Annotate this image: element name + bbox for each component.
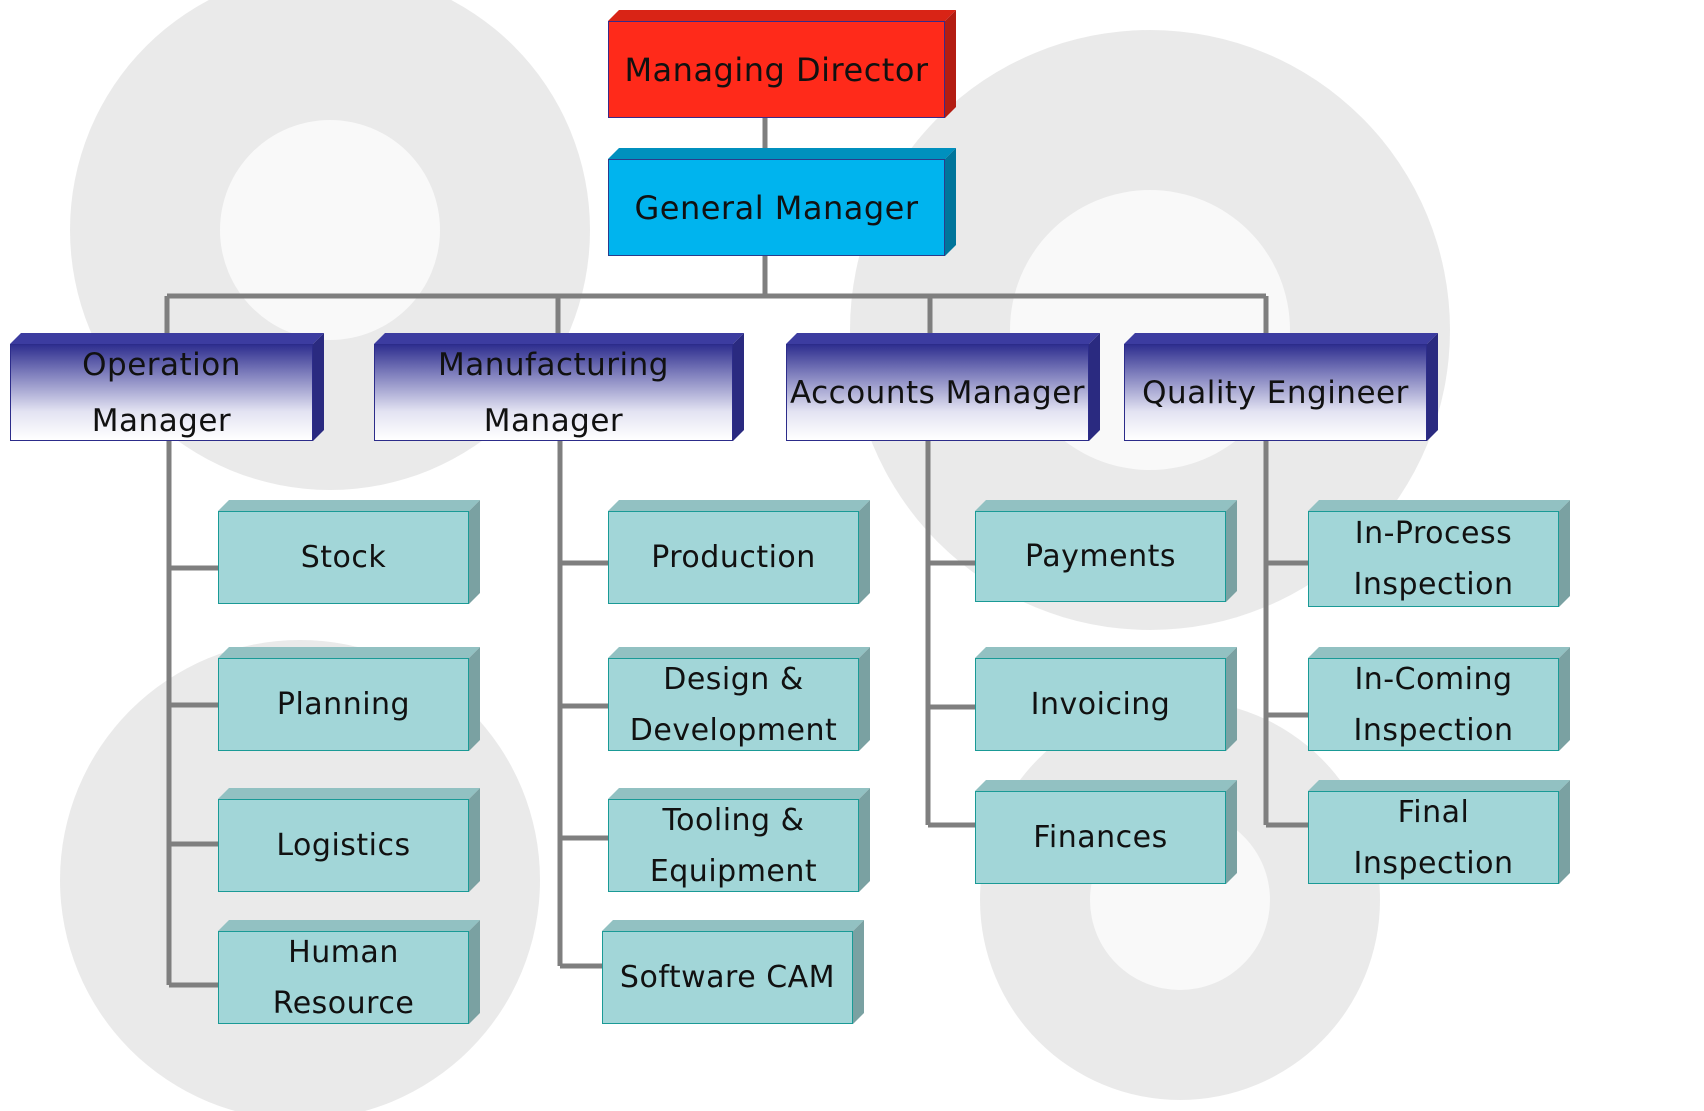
- node-manufacturing-manager: Manufacturing Manager: [374, 333, 744, 441]
- node-managing-director: Managing Director: [608, 10, 956, 118]
- node-design-development: Design &Development: [608, 647, 870, 751]
- node-finances: Finances: [975, 780, 1237, 884]
- node-general-manager: General Manager: [608, 148, 956, 256]
- node-label: Logistics: [276, 828, 411, 863]
- node-label: Manufacturing Manager: [438, 346, 669, 439]
- node-label: Managing Director: [624, 50, 929, 89]
- node-payments: Payments: [975, 500, 1237, 602]
- node-planning: Planning: [218, 647, 480, 751]
- node-label: Stock: [300, 540, 387, 575]
- node-invoicing: Invoicing: [975, 647, 1237, 751]
- node-label: Invoicing: [1030, 687, 1171, 722]
- node-label: Payments: [1025, 539, 1176, 574]
- node-tooling-equipment: Tooling &Equipment: [608, 788, 870, 892]
- node-label: Accounts Manager: [789, 374, 1086, 411]
- node-label: Finances: [1033, 820, 1168, 855]
- node-production: Production: [608, 500, 870, 604]
- node-label: Production: [651, 540, 816, 575]
- node-label: Quality Engineer: [1142, 374, 1409, 411]
- node-label: General Manager: [634, 188, 919, 227]
- node-stock: Stock: [218, 500, 480, 604]
- node-label: Planning: [276, 687, 411, 722]
- node-software-cam: Software CAM: [602, 920, 864, 1024]
- node-quality-engineer: Quality Engineer: [1124, 333, 1438, 441]
- node-label: Design &Development: [629, 661, 838, 748]
- node-operation-manager: Operation Manager: [10, 333, 324, 441]
- node-logistics: Logistics: [218, 788, 480, 892]
- node-label: Tooling &Equipment: [649, 802, 818, 889]
- node-label: Software CAM: [619, 960, 836, 995]
- node-accounts-manager: Accounts Manager: [786, 333, 1100, 441]
- node-label: Operation Manager: [82, 346, 241, 439]
